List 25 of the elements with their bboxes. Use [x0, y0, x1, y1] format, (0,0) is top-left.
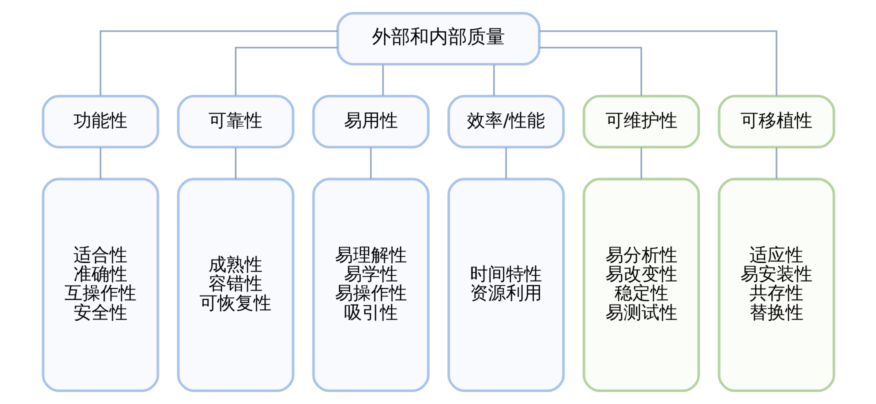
- connector: [382, 64, 384, 96]
- node-box: 可维护性: [582, 94, 700, 148]
- connector: [538, 30, 777, 96]
- connector: [538, 46, 642, 96]
- node-box: 成熟性 容错性 可恢复性: [176, 178, 294, 392]
- node-box: 易用性: [312, 94, 430, 148]
- connector: [234, 46, 338, 96]
- connector: [504, 148, 506, 179]
- connector: [492, 64, 494, 96]
- node-box: 易分析性 易改变性 稳定性 易测试性: [582, 178, 700, 392]
- connector: [640, 148, 642, 179]
- node-box: 时间特性 资源利用: [446, 178, 564, 392]
- node-box: 效率/性能: [446, 94, 564, 148]
- connector: [99, 148, 101, 179]
- connector: [99, 30, 338, 96]
- connector: [234, 148, 236, 179]
- node-box: 可靠性: [176, 94, 294, 148]
- node-box: 易理解性 易学性 易操作性 吸引性: [312, 178, 430, 392]
- node-box: 可移植性: [717, 94, 835, 148]
- connector: [370, 148, 372, 179]
- node-box: 功能性: [41, 94, 159, 148]
- node-box: 适合性 准确性 互操作性 安全性: [41, 178, 159, 392]
- connector: [775, 148, 777, 179]
- node-box: 适应性 易安装性 共存性 替换性: [717, 178, 835, 392]
- node-box: 外部和内部质量: [336, 12, 540, 66]
